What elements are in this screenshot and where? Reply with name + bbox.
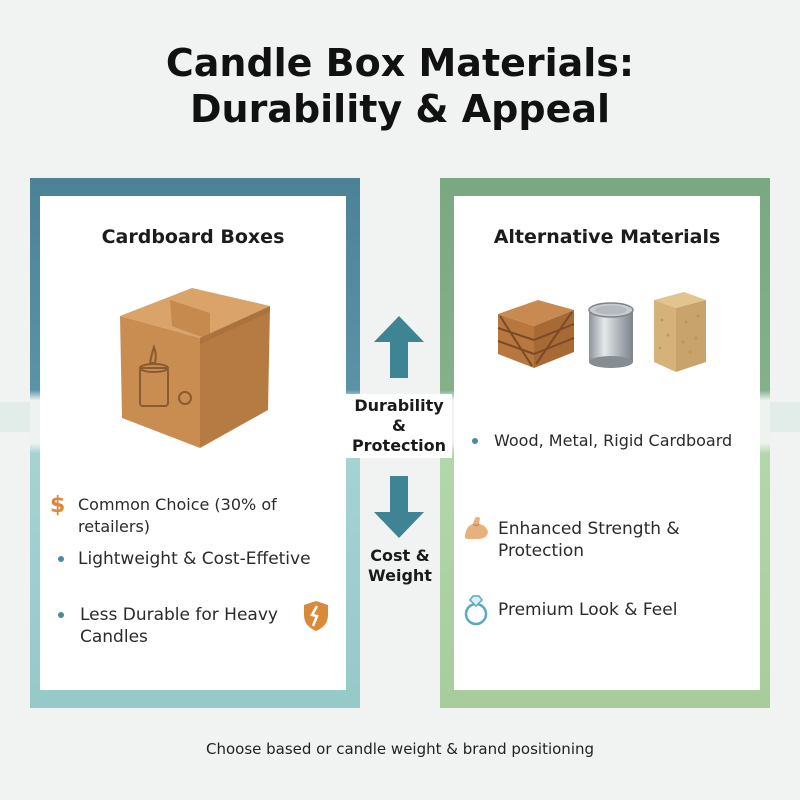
left-item-3: Less Durable for Heavy Candles bbox=[80, 604, 290, 648]
durability-label-line-3: Protection bbox=[351, 436, 447, 455]
left-item-3-line-2: Candles bbox=[80, 627, 148, 647]
cost-weight-label: Cost & Weight bbox=[352, 546, 448, 586]
wooden-crate-icon bbox=[497, 300, 575, 368]
title-line-1: Candle Box Materials: bbox=[165, 41, 635, 85]
left-panel: Cardboard Boxes $ Common Choice (30% of … bbox=[40, 196, 346, 690]
durability-label-line-2: & bbox=[392, 416, 406, 435]
flexed-arm-icon bbox=[464, 517, 488, 539]
right-panel: Alternative Materials bbox=[454, 196, 760, 690]
left-item-2: Lightweight & Cost-Effetive bbox=[78, 549, 311, 569]
left-item-3-line-1: Less Durable for Heavy bbox=[80, 605, 278, 625]
title-line-2: Durability & Appeal bbox=[189, 87, 611, 131]
cost-weight-label-line-2: Weight bbox=[368, 566, 432, 585]
metal-tin-icon bbox=[588, 302, 634, 368]
right-item-3: Premium Look & Feel bbox=[498, 600, 678, 620]
right-item-2: Enhanced Strength & Protection bbox=[498, 519, 680, 561]
cost-weight-label-line-1: Cost & bbox=[370, 546, 430, 565]
durability-label: Durability & Protection bbox=[346, 394, 452, 458]
bullet-dot-icon bbox=[58, 612, 64, 618]
diamond-ring-icon bbox=[464, 595, 488, 626]
broken-shield-icon bbox=[304, 601, 328, 631]
footer-note: Choose based or candle weight & brand po… bbox=[205, 740, 595, 758]
bullet-dot-icon bbox=[472, 438, 478, 444]
rigid-box-icon bbox=[654, 292, 706, 372]
bullet-dot-icon bbox=[58, 556, 64, 562]
arrow-up-icon bbox=[374, 316, 424, 378]
left-panel-title: Cardboard Boxes bbox=[101, 226, 285, 248]
durability-label-line-1: Durability bbox=[354, 396, 444, 415]
dollar-icon: $ bbox=[50, 493, 66, 518]
page-title: Candle Box Materials: Durability & Appea… bbox=[0, 40, 800, 132]
right-item-1: Wood, Metal, Rigid Cardboard bbox=[494, 431, 733, 450]
right-panel-title: Alternative Materials bbox=[493, 226, 721, 248]
cardboard-box-icon bbox=[120, 288, 270, 448]
left-item-1: Common Choice (30% of retailers) bbox=[78, 495, 277, 536]
arrow-down-icon bbox=[374, 476, 424, 538]
